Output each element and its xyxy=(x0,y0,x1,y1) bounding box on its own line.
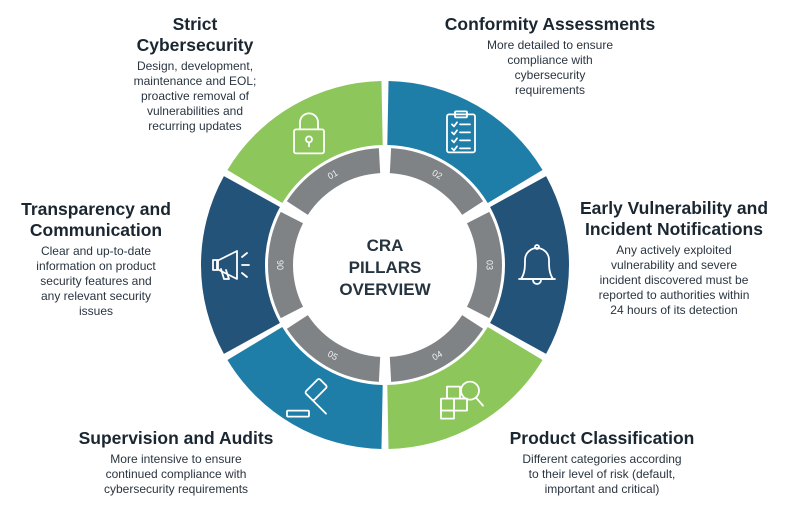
segment-03 xyxy=(490,176,569,354)
segment-02 xyxy=(387,81,543,204)
segment-04 xyxy=(387,326,543,449)
pillar-05-text: Supervision and Audits More intensive to… xyxy=(66,428,286,497)
ring-segment-03 xyxy=(466,211,503,319)
ring-segment-01 xyxy=(286,148,381,215)
padlock-icon xyxy=(293,112,325,155)
segment-icons xyxy=(212,110,556,420)
pillar-title: Strict Cybersecurity xyxy=(136,14,254,55)
center-disc xyxy=(295,175,475,355)
ring-segment-06 xyxy=(268,211,304,319)
pillar-06-text: Transparency and Communication Clear and… xyxy=(8,199,184,319)
pillar-04-text: Product Classification Different categor… xyxy=(492,428,712,497)
segment-number-06: 06 xyxy=(276,260,286,270)
gavel-icon xyxy=(286,378,328,418)
ring-segment-05 xyxy=(286,315,381,382)
segment-number-04: 04 xyxy=(430,349,444,363)
center-title-line-1: CRA xyxy=(367,236,404,255)
segment-number-05: 05 xyxy=(326,349,340,363)
pillar-title: Transparency and Communication xyxy=(21,199,171,240)
bell-icon xyxy=(518,244,556,285)
ring-segment-02 xyxy=(389,148,484,215)
pillar-02-text: Conformity Assessments More detailed to … xyxy=(430,14,670,98)
pillar-description: More intensive to ensure continued compl… xyxy=(103,452,249,496)
segment-01 xyxy=(227,81,383,204)
ring-segment-04 xyxy=(389,315,484,382)
segment-06 xyxy=(201,176,280,354)
boxes-magnifier-icon xyxy=(440,380,484,420)
pillar-title: Conformity Assessments xyxy=(444,14,656,34)
pillar-01-text: Strict Cybersecurity Design, development… xyxy=(115,14,275,134)
center-title-line-3: OVERVIEW xyxy=(339,280,431,299)
segment-number-01: 01 xyxy=(326,168,340,182)
pillar-description: Design, development, maintenance and EOL… xyxy=(133,59,257,133)
center-title-line-2: PILLARS xyxy=(349,258,422,277)
pillar-03-text: Early Vulnerability and Incident Notific… xyxy=(560,198,788,318)
megaphone-icon xyxy=(212,250,250,280)
pillar-title: Product Classification xyxy=(509,428,695,448)
clipboard-checklist-icon xyxy=(446,110,476,154)
segment-number-02: 02 xyxy=(430,168,444,182)
pillar-description: Any actively exploited vulnerability and… xyxy=(598,243,750,317)
inner-number-ring: 01 02 03 04 05 06 xyxy=(268,148,503,382)
pillar-description: Different categories according to their … xyxy=(522,452,682,496)
wheel-segments xyxy=(201,81,569,449)
pillar-title: Early Vulnerability and Incident Notific… xyxy=(579,198,769,239)
segment-05 xyxy=(227,326,383,449)
segment-number-03: 03 xyxy=(485,260,495,270)
pillar-description: More detailed to ensure compliance with … xyxy=(486,38,614,97)
pillar-title: Supervision and Audits xyxy=(78,428,274,448)
pillar-description: Clear and up-to-date information on prod… xyxy=(36,244,156,318)
